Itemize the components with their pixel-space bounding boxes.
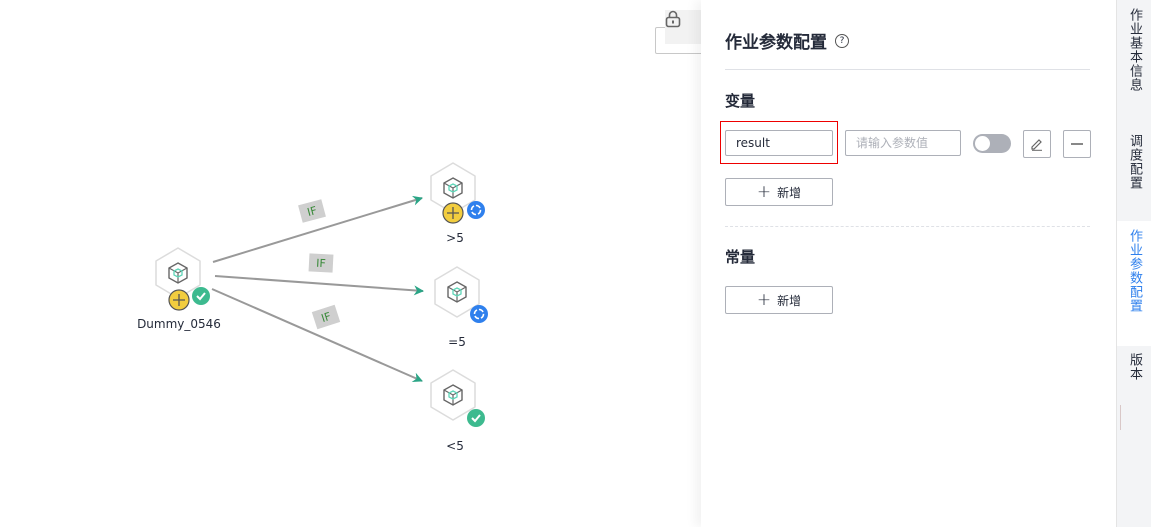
edge-to-lt5[interactable] <box>211 288 423 382</box>
edge-label-if: IF <box>308 253 334 273</box>
variable-name-input[interactable]: result <box>725 130 833 156</box>
add-constant-button[interactable]: + 新增 <box>725 286 833 314</box>
add-label: 新增 <box>777 185 802 200</box>
constants-heading: 常量 <box>725 248 756 266</box>
node-gt5[interactable]: >5 <box>430 162 486 245</box>
edit-button[interactable] <box>1023 130 1051 158</box>
success-status-icon <box>191 286 211 306</box>
variable-toggle[interactable] <box>973 134 1011 153</box>
add-node-icon[interactable] <box>442 202 464 224</box>
workflow-graph: IF IF IF Dummy_0546 >5 =5 <box>137 162 489 453</box>
side-tabs: 作业基本信息 调度配置 作业参数配置 版本 <box>1116 0 1151 527</box>
lock-button[interactable] <box>665 10 701 44</box>
edge-to-eq5[interactable] <box>214 275 424 296</box>
help-icon[interactable]: ? <box>835 33 849 48</box>
svg-text:IF: IF <box>316 257 326 270</box>
edge-label-if: IF <box>311 304 341 330</box>
node-eq5[interactable]: =5 <box>434 266 489 349</box>
running-status-icon <box>466 200 486 220</box>
node-lt5[interactable]: <5 <box>430 369 486 453</box>
add-label: 新增 <box>777 293 802 308</box>
add-node-icon[interactable] <box>168 289 190 311</box>
divider <box>725 69 1090 70</box>
scrollbar[interactable] <box>1120 405 1121 430</box>
success-status-icon <box>466 408 486 428</box>
tab-version[interactable]: 版本 <box>1127 353 1142 381</box>
edge-to-gt5[interactable] <box>212 195 423 263</box>
running-status-icon <box>469 304 489 324</box>
focus-outline <box>720 121 838 164</box>
job-parameter-panel: 作业参数配置 ? 变量 result 请输入参数值 + 新增 常量 + 新增 <box>701 0 1116 527</box>
plus-icon: + <box>756 289 772 310</box>
tab-basic-info[interactable]: 作业基本信息 <box>1127 8 1142 92</box>
tab-job-parameters[interactable]: 作业参数配置 <box>1117 221 1151 346</box>
svg-text:IF: IF <box>320 310 333 325</box>
node-label: =5 <box>448 335 466 349</box>
panel-title: 作业参数配置 ? <box>725 28 849 53</box>
node-label: <5 <box>446 439 464 453</box>
remove-variable-button[interactable] <box>1063 130 1091 158</box>
svg-text:IF: IF <box>306 204 319 219</box>
plus-icon: + <box>756 181 772 202</box>
divider-dashed <box>725 226 1090 227</box>
lock-icon <box>665 10 681 28</box>
tab-schedule-config[interactable]: 调度配置 <box>1127 134 1142 190</box>
variable-value-input[interactable]: 请输入参数值 <box>845 130 961 156</box>
pencil-icon <box>1031 139 1042 151</box>
panel-title-text: 作业参数配置 <box>725 33 827 53</box>
add-variable-button[interactable]: + 新增 <box>725 178 833 206</box>
edge-label-if: IF <box>298 199 326 223</box>
node-dummy[interactable]: Dummy_0546 <box>137 247 221 331</box>
workflow-canvas[interactable]: IF IF IF Dummy_0546 >5 =5 <box>0 0 717 527</box>
minus-icon <box>1071 143 1083 145</box>
node-label: >5 <box>446 231 464 245</box>
variables-heading: 变量 <box>725 92 756 110</box>
node-label: Dummy_0546 <box>137 317 221 331</box>
